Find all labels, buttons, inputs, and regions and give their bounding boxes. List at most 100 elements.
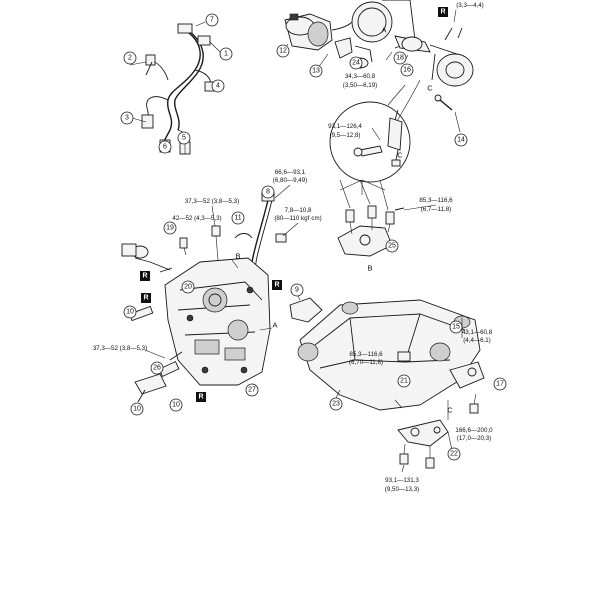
callout-13: 12	[276, 44, 290, 58]
callout-24: 23	[329, 397, 343, 411]
svg-text:7: 7	[210, 17, 214, 24]
callout-4: 4	[211, 79, 225, 93]
callout-18: 17	[493, 377, 507, 391]
svg-text:R: R	[143, 295, 148, 302]
torque-34-3: 34,3—60,8	[345, 73, 376, 80]
r-mark-top-right: R	[438, 7, 448, 17]
svg-text:1: 1	[224, 51, 228, 58]
svg-text:6: 6	[163, 144, 167, 151]
torque-34-3-kgf: (3,50—6,19)	[343, 82, 377, 89]
torque-85-3-a-kgf: (6,7—11,8)	[421, 206, 452, 213]
torque-42: 42—52 (4,3—5,3)	[172, 215, 221, 222]
ref-a-mid: A	[272, 321, 277, 330]
torque-43-1: 43,1—60,8	[462, 329, 493, 336]
callout-27: 26	[150, 361, 164, 375]
torque-7-8-kgf: (80—110 kgf·cm)	[274, 215, 321, 222]
callout-9: 9	[290, 283, 304, 297]
svg-text:15: 15	[452, 324, 460, 331]
lower-arm-detail-circle	[329, 84, 411, 183]
callout-10a: 10	[123, 305, 137, 319]
callout-numbers: 7 1 2 4 3 5 6 12 13 24 18 16 14 8 19 11 …	[120, 13, 507, 461]
torque-43-1-kgf: (4,4—6,1)	[463, 337, 491, 344]
torque-93-1-b: 93,1—131,3	[385, 477, 419, 484]
svg-text:11: 11	[234, 215, 241, 222]
ref-c-arm: C	[447, 406, 453, 415]
torque-specs: (3,3—4,4) 34,3—60,8 (3,50—6,19) 93,1—126…	[93, 2, 493, 493]
wiring-harness	[129, 21, 224, 155]
callout-6: 6	[158, 140, 172, 154]
svg-text:14: 14	[457, 137, 465, 144]
callout-23: 22	[447, 447, 461, 461]
svg-text:18: 18	[396, 55, 404, 62]
svg-text:10: 10	[172, 402, 180, 409]
lower-control-arm	[397, 393, 479, 469]
svg-text:20: 20	[184, 284, 192, 291]
svg-text:9: 9	[295, 287, 299, 294]
svg-text:5: 5	[182, 135, 186, 142]
svg-text:12: 12	[279, 48, 287, 55]
torque-top-right: (3,3—4,4)	[456, 2, 484, 9]
svg-text:R: R	[440, 9, 445, 16]
svg-text:8: 8	[266, 189, 270, 196]
torque-93-1-b-kgf: (9,50—13,3)	[385, 486, 419, 493]
callout-22: 21	[397, 374, 411, 388]
ref-b-mount: B	[367, 264, 372, 273]
transaxle-assembly	[121, 225, 273, 403]
ref-a-top: A	[381, 26, 386, 35]
torque-7-8: 7,8—10,8	[285, 207, 312, 214]
starter-motor-group	[284, 0, 416, 69]
torque-66-6: 66,6—93,1	[275, 169, 306, 176]
callout-5: 5	[177, 131, 191, 145]
replace-marks: R R R R R	[140, 7, 448, 402]
front-subframe	[289, 295, 485, 411]
reference-letters: A A B B C C C	[235, 26, 453, 415]
callout-21: 20	[181, 280, 195, 294]
torque-166-6: 166,6—200,0	[455, 427, 493, 434]
callout-8: 8	[261, 185, 275, 199]
callout-17: 16	[400, 63, 414, 77]
torque-85-3-b-kgf: (6,70—11,8)	[349, 359, 383, 366]
callout-1: 1	[219, 47, 233, 61]
callout-11: 10	[130, 402, 144, 416]
torque-85-3-b: 85,3—116,6	[349, 351, 383, 358]
svg-text:26: 26	[153, 365, 161, 372]
svg-text:25: 25	[388, 243, 396, 250]
svg-text:21: 21	[400, 378, 408, 385]
svg-text:3: 3	[125, 115, 129, 122]
callout-14: 13	[309, 64, 323, 78]
callout-7: 7	[205, 13, 219, 27]
callout-25: 24	[349, 56, 363, 70]
callout-3: 3	[120, 111, 134, 125]
svg-text:27: 27	[248, 387, 256, 394]
torque-leaders	[144, 179, 463, 473]
torque-166-6-kgf: (17,0—20,3)	[457, 435, 491, 442]
callout-20: 19	[163, 221, 177, 235]
callout-2: 2	[123, 51, 137, 65]
svg-text:R: R	[198, 394, 203, 401]
svg-text:16: 16	[403, 67, 411, 74]
engine-mount-bracket	[337, 179, 405, 257]
svg-text:10: 10	[133, 406, 141, 413]
r-mark-center: R	[272, 280, 282, 290]
callout-26: 25	[385, 239, 399, 253]
r-mark-left-1: R	[140, 271, 150, 281]
ref-c-circle: C	[397, 151, 403, 160]
svg-text:2: 2	[128, 55, 132, 62]
torque-93-1-a-kgf: (9,5—12,8)	[330, 132, 361, 139]
drive-shaft-knuckle-group	[385, 9, 474, 133]
ref-c-top: C	[427, 84, 433, 93]
torque-37-3-a: 37,3—52 (3,8—5,3)	[185, 198, 239, 205]
torque-85-3-a: 85,3—116,6	[419, 197, 453, 204]
svg-text:13: 13	[312, 68, 320, 75]
callout-28: 27	[245, 383, 259, 397]
svg-text:17: 17	[496, 381, 504, 388]
callout-19: 18	[393, 51, 407, 65]
torque-37-3-b: 37,3—52 (3,8—5,3)	[93, 345, 147, 352]
torque-66-6-kgf: (6,80—9,49)	[273, 177, 307, 184]
torque-93-1-a: 93,1—126,4	[328, 123, 362, 130]
callout-15: 14	[454, 133, 468, 147]
r-mark-left-2: R	[141, 293, 151, 303]
svg-text:22: 22	[450, 451, 458, 458]
svg-text:4: 4	[216, 83, 220, 90]
